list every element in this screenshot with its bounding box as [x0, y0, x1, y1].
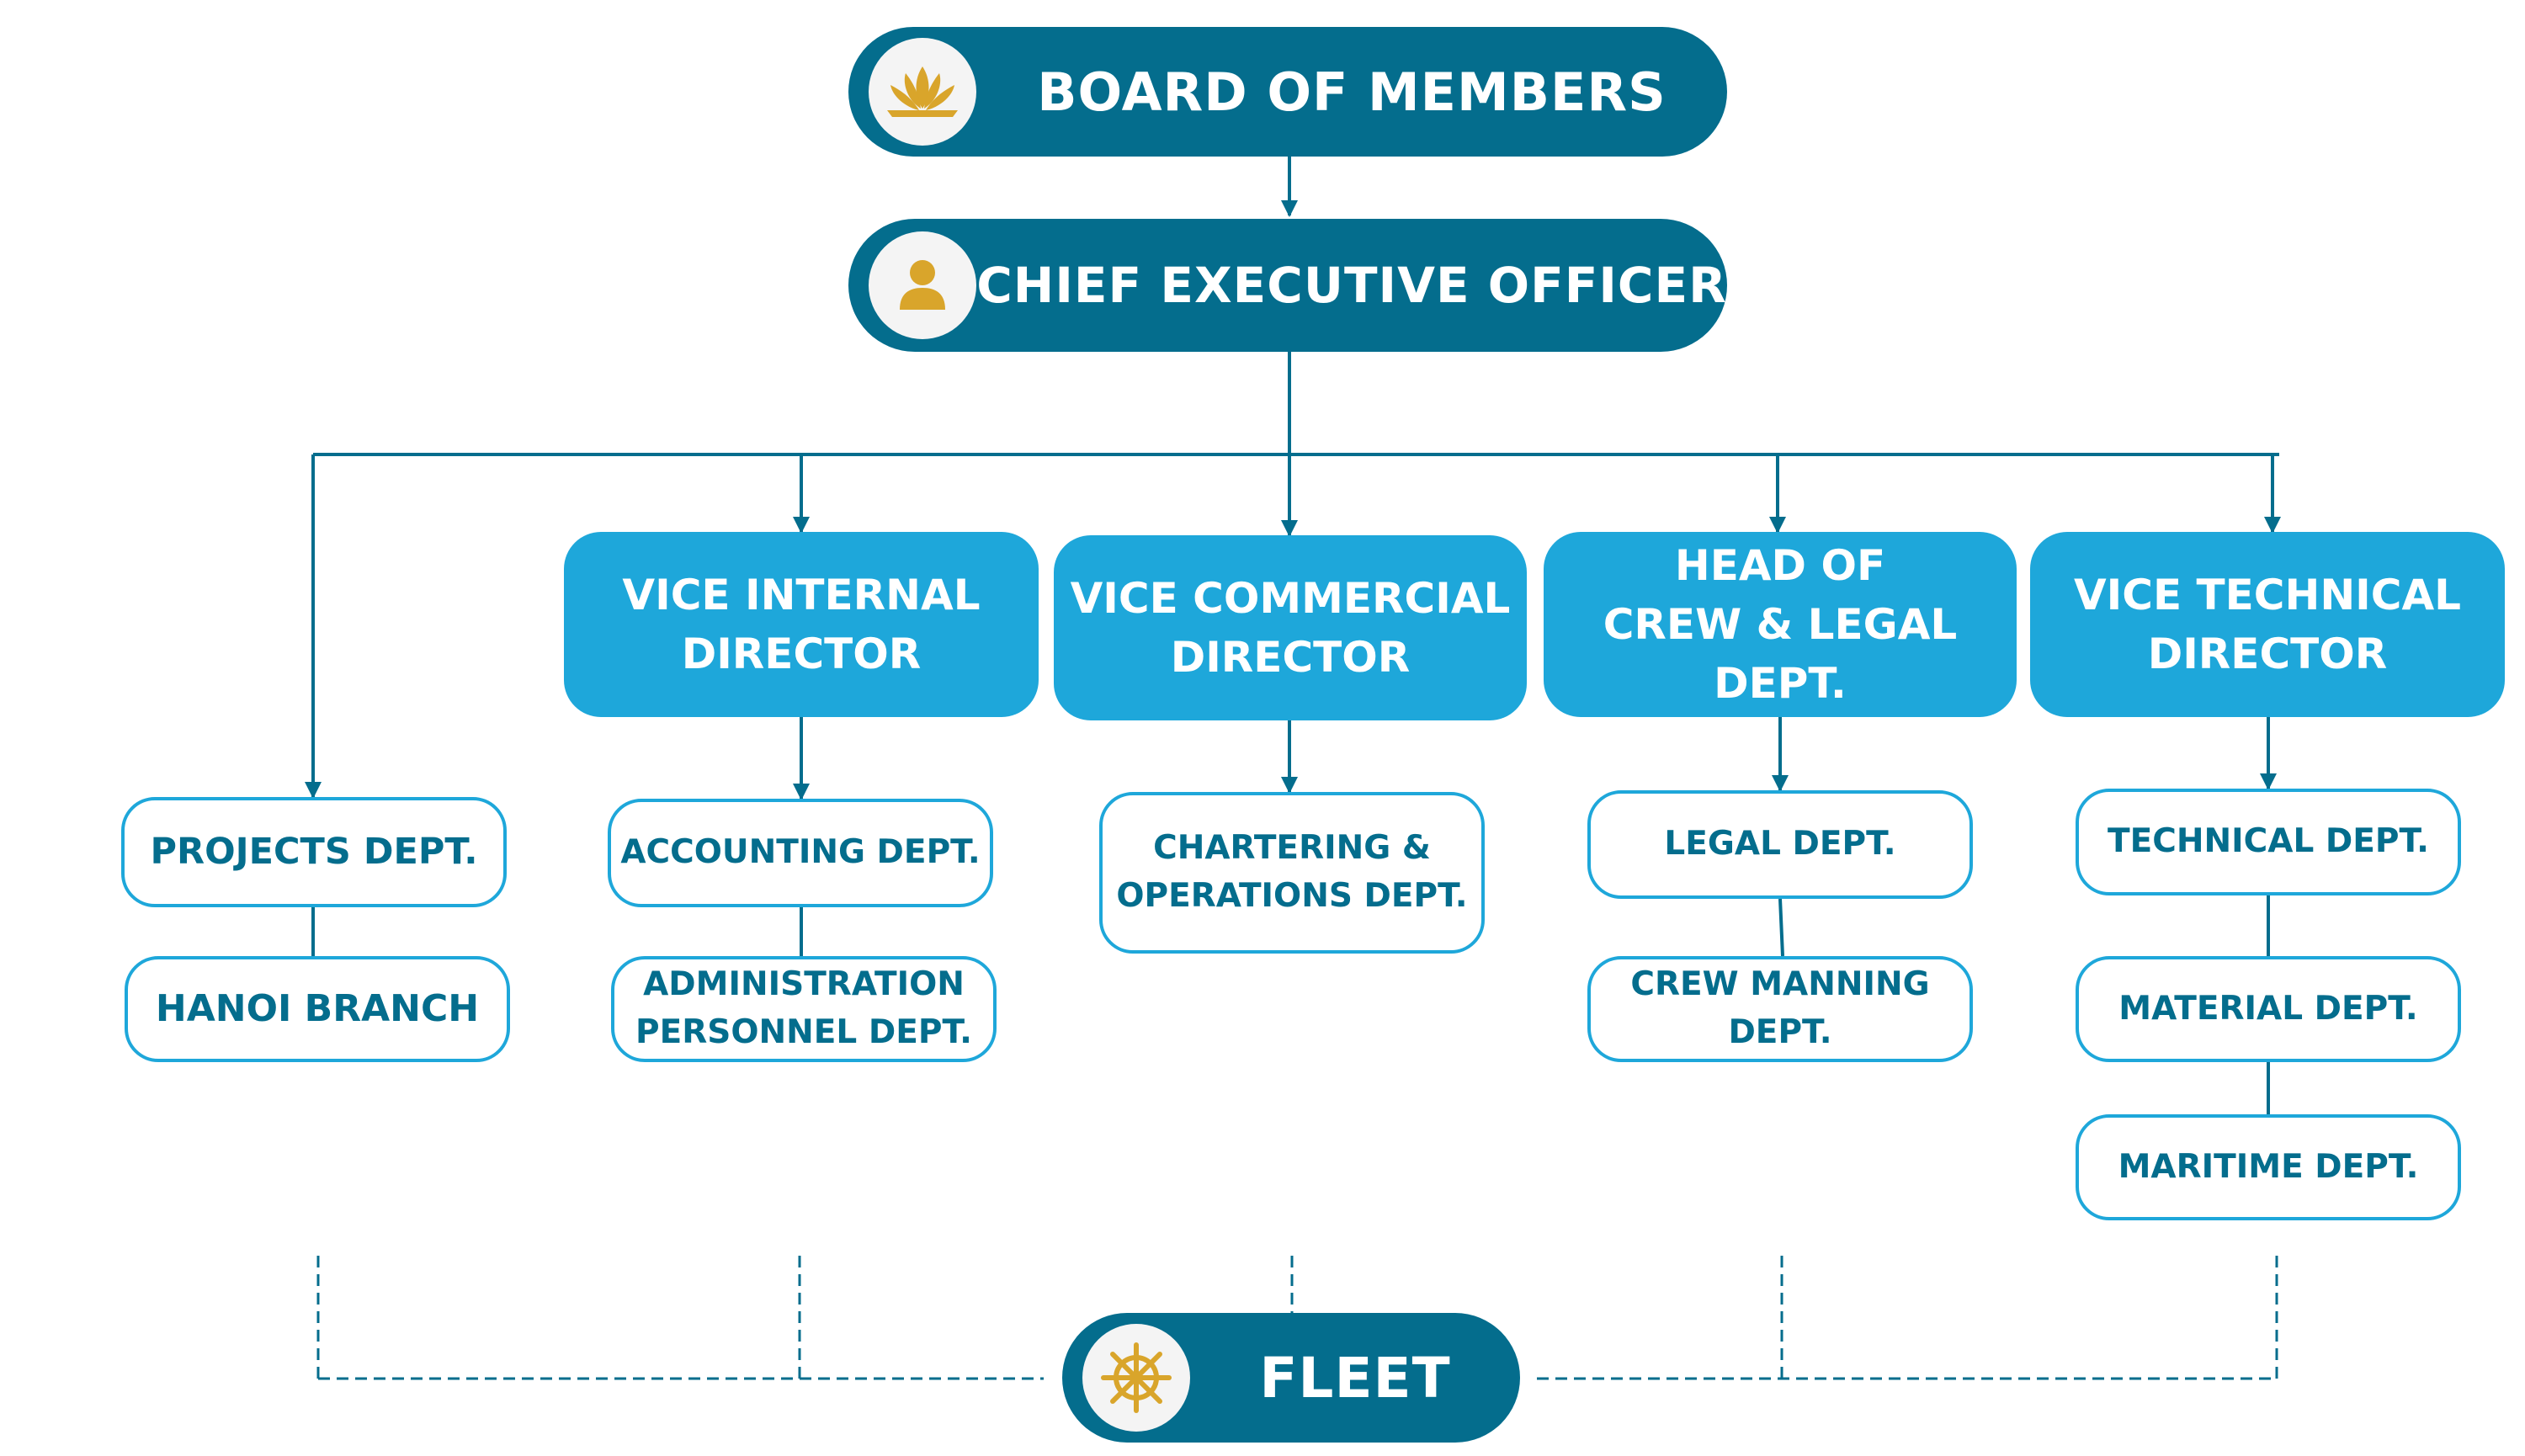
- legal-dept-node: LEGAL DEPT.: [1587, 790, 1973, 899]
- vice-commercial-director-node: VICE COMMERCIAL DIRECTOR: [1054, 535, 1527, 720]
- maritime-dept-label: MARITIME DEPT.: [2118, 1147, 2419, 1186]
- technical-dept-node: TECHNICAL DEPT.: [2076, 789, 2461, 895]
- vice-commercial-director-label: VICE COMMERCIAL DIRECTOR: [1070, 574, 1511, 682]
- vice-internal-director-node: VICE INTERNAL DIRECTOR: [564, 532, 1039, 717]
- accounting-dept-label: ACCOUNTING DEPT.: [620, 833, 981, 872]
- head-crew-legal-label: HEAD OF CREW & LEGAL DEPT.: [1603, 541, 1958, 708]
- accounting-dept-node: ACCOUNTING DEPT.: [608, 799, 993, 907]
- administration-personnel-dept-node: ADMINISTRATION PERSONNEL DEPT.: [611, 956, 997, 1062]
- ceo-node: CHIEF EXECUTIVE OFFICER: [848, 219, 1727, 352]
- ceo-label: CHIEF EXECUTIVE OFFICER: [976, 257, 1727, 314]
- legal-dept-label: LEGAL DEPT.: [1664, 825, 1896, 864]
- vice-technical-director-label: VICE TECHNICAL DIRECTOR: [2073, 571, 2462, 678]
- legal-to-crew: [1778, 898, 1784, 957]
- material-dept-node: MATERIAL DEPT.: [2076, 956, 2461, 1062]
- fleet-label: FLEET: [1259, 1345, 1451, 1411]
- hanoi-branch-label: HANOI BRANCH: [155, 987, 480, 1031]
- ship-wheel-icon: [1082, 1324, 1190, 1432]
- projects-dept-label: PROJECTS DEPT.: [150, 831, 478, 874]
- chartering-operations-dept-node: CHARTERING & OPERATIONS DEPT.: [1099, 792, 1485, 954]
- vice-internal-director-label: VICE INTERNAL DIRECTOR: [622, 571, 981, 678]
- vice-technical-director-node: VICE TECHNICAL DIRECTOR: [2030, 532, 2505, 717]
- hanoi-branch-node: HANOI BRANCH: [125, 956, 510, 1062]
- material-dept-label: MATERIAL DEPT.: [2118, 989, 2418, 1028]
- crew-manning-dept-node: CREW MANNING DEPT.: [1587, 956, 1973, 1062]
- technical-dept-label: TECHNICAL DEPT.: [2108, 822, 2429, 861]
- fleet-node: FLEET: [1062, 1313, 1520, 1443]
- chartering-operations-dept-label: CHARTERING & OPERATIONS DEPT.: [1116, 829, 1468, 915]
- person-icon: [869, 231, 976, 339]
- projects-dept-node: PROJECTS DEPT.: [121, 797, 507, 907]
- administration-personnel-dept-label: ADMINISTRATION PERSONNEL DEPT.: [635, 965, 972, 1051]
- lotus-icon: [869, 38, 976, 146]
- board-of-members-label: BOARD OF MEMBERS: [1037, 61, 1666, 123]
- head-crew-legal-node: HEAD OF CREW & LEGAL DEPT.: [1544, 532, 2017, 717]
- board-of-members-node: BOARD OF MEMBERS: [848, 27, 1727, 157]
- crew-manning-dept-label: CREW MANNING DEPT.: [1630, 965, 1930, 1051]
- maritime-dept-node: MARITIME DEPT.: [2076, 1114, 2461, 1220]
